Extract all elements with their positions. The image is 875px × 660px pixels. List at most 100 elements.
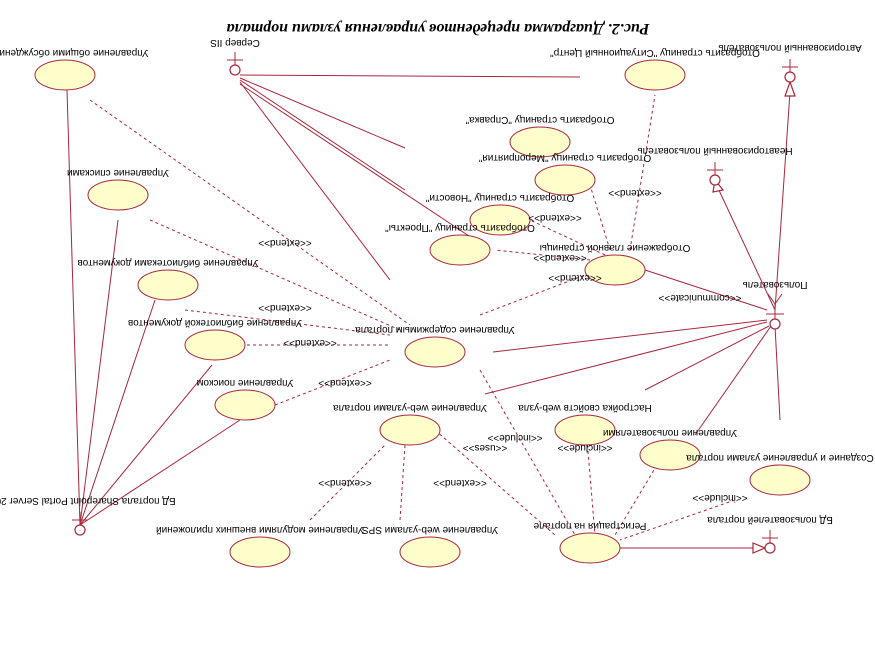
svg-text:Пользователь: Пользователь xyxy=(743,279,808,290)
uc-show-projects: Отобразить страницу "Проекты" xyxy=(385,222,535,266)
connections xyxy=(66,74,796,554)
svg-text:<<communicate>>: <<communicate>> xyxy=(658,292,741,303)
assoc-user-content xyxy=(492,319,768,353)
svg-text:<<extend>>: <<extend>> xyxy=(318,377,372,388)
uc-manage-web-nodes: Управление web-узлами портала xyxy=(333,402,487,446)
dep-search-content xyxy=(274,359,391,406)
assoc-user-createnodes xyxy=(774,325,781,421)
svg-text:<<extend>>: <<extend>> xyxy=(533,252,587,263)
svg-text:Управление библиотекой докумен: Управление библиотекой документов xyxy=(128,317,302,329)
uc-show-home: Отображение главной страницы xyxy=(540,242,691,286)
uc-show-events: Отобразить страницу "Мероприятия" xyxy=(478,152,651,196)
dep-content-home xyxy=(479,274,586,316)
svg-text:Отобразить страницу "Справка": Отобразить страницу "Справка" xyxy=(465,114,614,126)
assoc-db-discussions xyxy=(66,89,81,526)
uc-manage-users: Управление пользователями xyxy=(603,427,737,471)
svg-text:<<uses>>: <<uses>> xyxy=(463,442,508,453)
assoc-user-webnodes xyxy=(484,321,768,395)
actor-unauthorized: Неавторизованный пользователь xyxy=(637,145,793,186)
svg-text:Неавторизованный пользователь: Неавторизованный пользователь xyxy=(637,145,792,156)
svg-text:Управление содержимым портала: Управление содержимым портала xyxy=(355,324,515,335)
uc-show-situational: Отобразить страницу "Ситуационный Центр" xyxy=(550,47,760,91)
gen-user-unauthorized xyxy=(716,185,776,311)
svg-text:Управление пользователями: Управление пользователями xyxy=(603,427,737,438)
assoc-server-situational xyxy=(239,74,581,78)
gen-user-authorized xyxy=(774,91,791,311)
uc-manage-ext-modules: Управление модулями внешних приложений xyxy=(156,524,364,568)
actor-authorized: Авторизованный пользователь xyxy=(718,42,862,83)
svg-text:Управление web-узлами SPS: Управление web-узлами SPS xyxy=(362,524,498,535)
assoc-server-help xyxy=(239,83,476,241)
svg-text:Управление поиском: Управление поиском xyxy=(196,377,293,388)
actor-db-portal: БД портала Sharepoint Portal Server 2003 xyxy=(0,495,176,536)
svg-text:<<extend>>: <<extend>> xyxy=(528,212,582,223)
svg-text:Настройка свойств web-узла: Настройка свойств web-узла xyxy=(518,402,652,413)
uc-configure-web-sites: Настройка свойств web-узла xyxy=(518,402,652,446)
svg-text:БД портала Sharepoint Portal S: БД портала Sharepoint Portal Server 2003 xyxy=(0,495,176,506)
svg-text:<<include>>: <<include>> xyxy=(692,492,747,503)
svg-text:Отобразить страницу "Мероприят: Отобразить страницу "Мероприятия" xyxy=(478,152,651,164)
assoc-db-search xyxy=(79,419,241,526)
uc-manage-content: Управление содержимым портала xyxy=(355,324,515,368)
svg-text:Управление общими обсуждениями: Управление общими обсуждениями xyxy=(0,47,149,59)
uc-show-help: Отобразить страницу "Справка" xyxy=(465,114,614,158)
svg-text:Авторизованный пользователь: Авторизованный пользователь xyxy=(718,42,861,53)
dep-home-news xyxy=(589,184,611,251)
assoc-server-projects xyxy=(239,81,391,281)
svg-text:<<extend>>: <<extend>> xyxy=(258,302,312,313)
uc-create-nodes: Создание и управление узлами портала xyxy=(686,452,874,496)
svg-text:Создание и управление узлами п: Создание и управление узлами портала xyxy=(686,452,874,463)
svg-text:<<extend>>: <<extend>> xyxy=(608,187,662,198)
svg-text:Управление web-узлами портала: Управление web-узлами портала xyxy=(333,402,487,413)
dep-libraries-content xyxy=(184,309,391,336)
assoc-db-doclibrary xyxy=(79,364,213,526)
uc-manage-discussions: Управление общими обсуждениями xyxy=(0,47,149,91)
assoc-db-libraries xyxy=(79,299,156,526)
dep-home-projects xyxy=(494,249,591,261)
uc-manage-web-parts: Управление web-узлами SPS xyxy=(362,524,498,568)
svg-text:<<extend>>: <<extend>> xyxy=(548,272,602,283)
assoc-server-news xyxy=(239,79,406,191)
assoc-server-events xyxy=(239,77,406,149)
dep-webparts-webnodes xyxy=(399,444,406,521)
dep-createnodes-register xyxy=(619,499,736,541)
dep-content-register xyxy=(479,369,576,536)
actor-user: Пользователь xyxy=(743,279,808,330)
svg-text:<<extend>>: <<extend>> xyxy=(258,237,312,248)
assoc-user-home xyxy=(644,269,768,311)
diagram-title: Рис.2. Диаграмма прецедентов управления … xyxy=(227,20,651,37)
uc-manage-lists: Управление списками xyxy=(67,167,169,211)
svg-text:<<include>>: <<include>> xyxy=(557,442,612,453)
svg-text:<<include>>: <<include>> xyxy=(487,432,542,443)
uc-register: Регистрация на портале xyxy=(533,520,646,564)
svg-text:Управление модулями внешних пр: Управление модулями внешних приложений xyxy=(156,524,364,535)
dep-home-situational xyxy=(629,94,656,251)
svg-text:Отобразить страницу "Ситуацион: Отобразить страницу "Ситуационный Центр" xyxy=(550,47,760,59)
assoc-user-manageusers xyxy=(694,325,772,436)
uc-show-news: Отобразить страницу "Новости" xyxy=(425,192,574,236)
svg-text:<<extend>>: <<extend>> xyxy=(318,477,372,488)
svg-text:Отображение главной страницы: Отображение главной страницы xyxy=(540,242,691,254)
svg-text:<<extend>>: <<extend>> xyxy=(433,477,487,488)
svg-text:Отобразить страницу "Новости": Отобразить страницу "Новости" xyxy=(425,192,574,204)
svg-text:БД пользователей портала: БД пользователей портала xyxy=(707,514,833,525)
dep-home-help xyxy=(529,219,606,256)
dep-webnodes-register xyxy=(434,429,556,536)
actor-server: Сервер IIS xyxy=(210,37,260,76)
uc-manage-libraries: Управление библиотеками документов xyxy=(77,257,259,301)
gen-arrow-authorized xyxy=(784,80,796,97)
dep-manageusers-register xyxy=(614,459,661,536)
svg-text:Регистрация на портале: Регистрация на портале xyxy=(533,520,646,531)
uc-manage-search: Управление поиском xyxy=(196,377,293,421)
dep-discussions-content xyxy=(89,99,411,326)
svg-text:Управление списками: Управление списками xyxy=(67,167,169,178)
svg-text:Управление библиотеками докуме: Управление библиотеками документов xyxy=(77,257,258,269)
uc-manage-doc-library: Управление библиотекой документов xyxy=(128,317,302,361)
assoc-user-configure xyxy=(644,325,770,391)
svg-text:Сервер IIS: Сервер IIS xyxy=(210,37,260,48)
arrow-register-usersdb xyxy=(752,542,767,554)
stereotype-labels: <<extend>> <<extend>> <<uses>> <<include… xyxy=(258,187,747,503)
